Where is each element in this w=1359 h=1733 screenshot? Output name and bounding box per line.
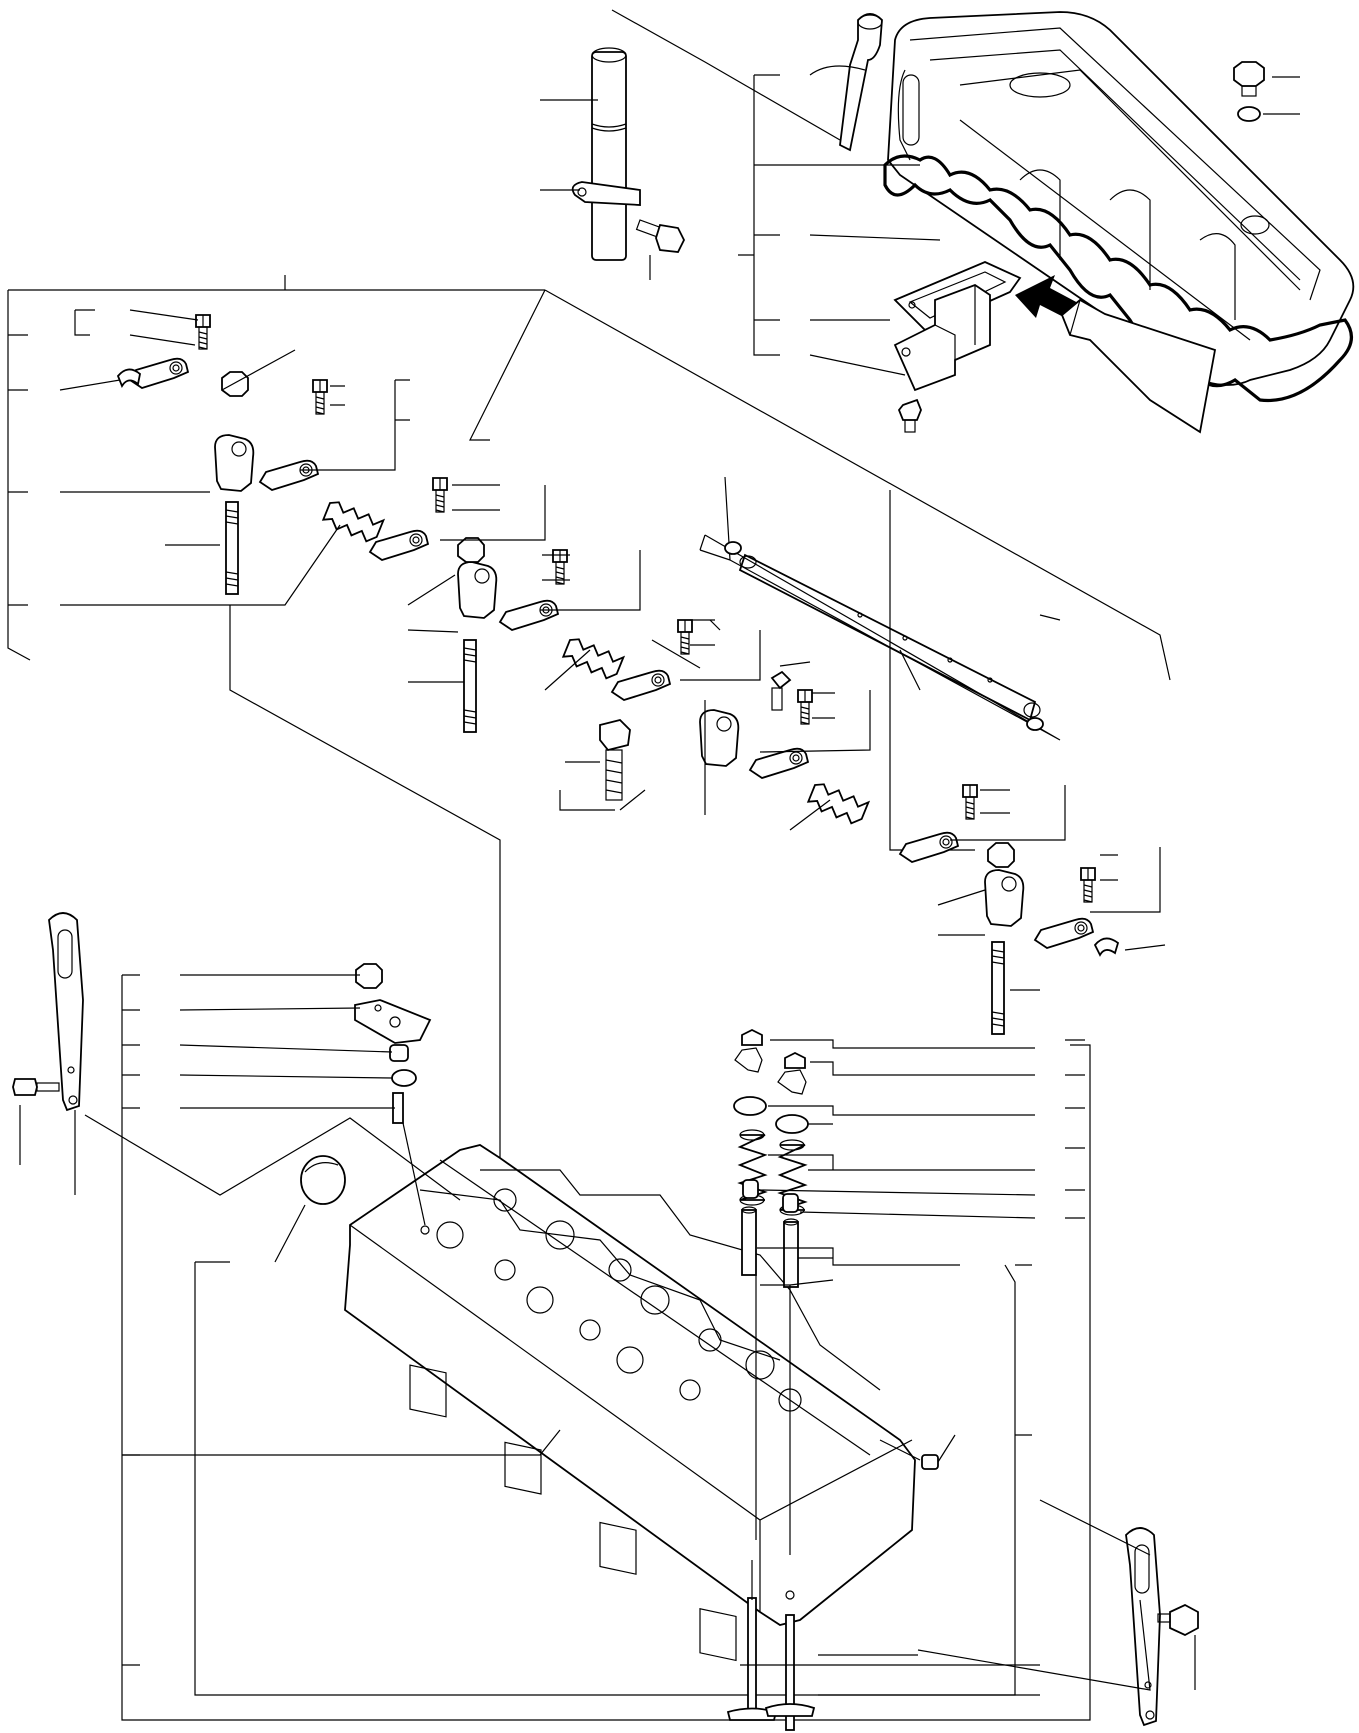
valve-stem-seal	[782, 1193, 799, 1213]
snap-ring	[116, 368, 141, 389]
washer	[391, 1069, 417, 1087]
rocker-arm	[369, 529, 429, 561]
collar	[389, 1044, 409, 1062]
support-nut	[987, 842, 1015, 868]
valve-cover	[887, 11, 1355, 386]
rocker-arm	[749, 747, 809, 779]
rocker-support	[214, 434, 255, 492]
adjust-nut	[962, 784, 978, 820]
shaft-plug-end	[1026, 717, 1044, 731]
shaft-plug	[724, 541, 742, 555]
rocker-arm	[259, 459, 319, 491]
rocker-arm	[1034, 917, 1094, 949]
breather-hose	[839, 13, 883, 152]
adjust-nut	[677, 619, 693, 655]
rocker-arm	[899, 831, 959, 863]
valve-guide	[741, 1206, 757, 1276]
breather-pipe	[571, 47, 641, 261]
lifting-eye	[48, 912, 84, 1111]
rocker-arm	[499, 599, 559, 631]
sealant-tube	[1060, 298, 1217, 434]
adjust-nut	[432, 477, 448, 513]
valve-cotter	[777, 1051, 807, 1095]
stud-bolt	[463, 639, 477, 733]
snap-ring	[1093, 937, 1120, 957]
adjust-nut	[312, 379, 328, 415]
bracket-nut	[355, 963, 383, 989]
rocker-support	[984, 869, 1025, 927]
exhaust-valve	[764, 1614, 816, 1731]
valve-cotter	[734, 1028, 763, 1073]
eye-bolt	[12, 1078, 60, 1096]
bracket-screw	[897, 398, 922, 433]
support-nut	[457, 537, 485, 563]
cylinder-head	[344, 1144, 916, 1662]
rocker-arm	[611, 669, 671, 701]
cover-bracket	[893, 283, 991, 392]
rocker-support	[457, 561, 498, 619]
hanger-bracket	[354, 999, 432, 1044]
pipe-bolt	[635, 219, 686, 253]
stud-bolt	[225, 501, 239, 595]
valve-stem-seal	[742, 1179, 759, 1199]
spring-retainer	[775, 1114, 809, 1134]
plug-washer	[1237, 106, 1261, 122]
support-bolt	[599, 719, 631, 801]
core-plug	[300, 1155, 346, 1205]
shaft-screw	[770, 670, 792, 711]
spacer-spring	[560, 635, 625, 683]
valve-guide	[783, 1218, 799, 1288]
side-plug	[921, 1454, 939, 1470]
spring-retainer	[733, 1096, 767, 1116]
valve-cover-gasket	[883, 154, 1353, 403]
adjust-nut	[1080, 867, 1096, 903]
rocker-support	[699, 709, 740, 767]
spacer-spring	[805, 780, 870, 828]
eye-bolt	[1157, 1603, 1199, 1637]
oil-filler-plug	[1233, 61, 1265, 97]
intake-valve	[726, 1597, 778, 1721]
adjust-nut	[195, 314, 211, 350]
support-nut	[221, 371, 249, 397]
stud-bolt	[991, 941, 1005, 1035]
adjust-nut	[797, 689, 813, 725]
